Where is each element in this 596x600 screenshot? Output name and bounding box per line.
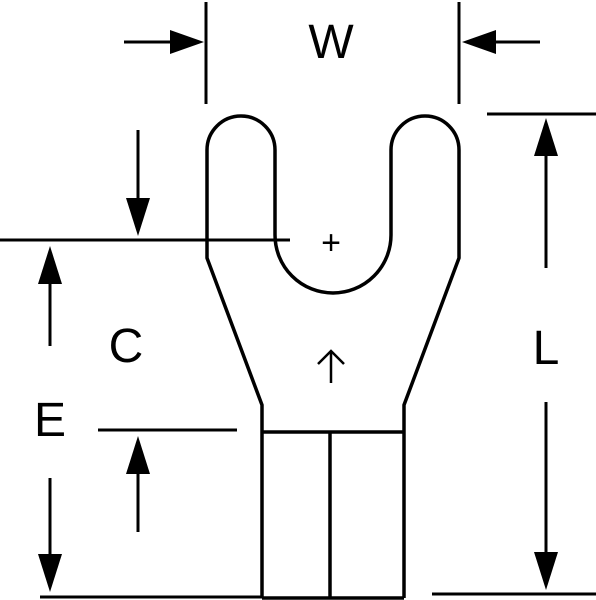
e-arrow-top-head xyxy=(38,246,62,284)
length-dimension: L xyxy=(432,112,596,596)
width-arrow-right-head xyxy=(462,30,496,54)
c-dimension: C xyxy=(0,130,290,532)
length-arrow-bottom-head xyxy=(534,552,558,590)
width-arrow-left-head xyxy=(170,30,204,54)
length-arrow-top-head xyxy=(534,118,558,156)
e-label: E xyxy=(34,394,66,447)
center-mark: + xyxy=(321,224,341,262)
length-label: L xyxy=(533,322,560,375)
direction-arrow-icon xyxy=(317,349,345,383)
terminal-fork-outline xyxy=(205,114,461,598)
c-arrow-up-head xyxy=(126,436,150,474)
c-label: C xyxy=(109,320,144,373)
e-arrow-bottom-head xyxy=(38,554,62,592)
e-dimension: E xyxy=(34,246,262,599)
c-arrow-down-head xyxy=(126,198,150,236)
width-dimension: W xyxy=(124,2,540,104)
width-label: W xyxy=(308,16,354,69)
